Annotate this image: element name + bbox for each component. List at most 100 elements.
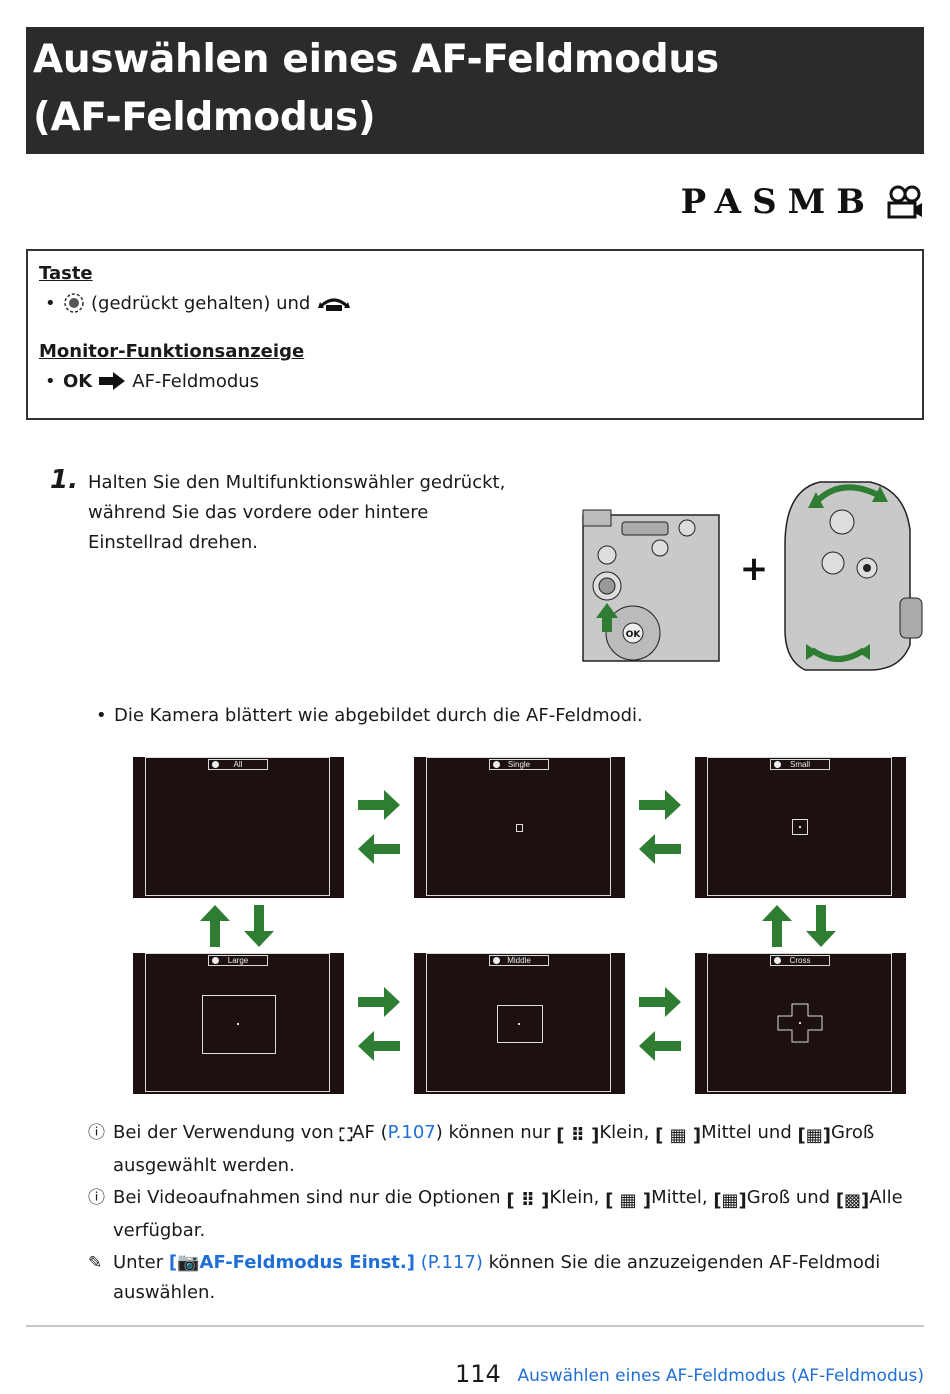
- note-text: Mittel,: [651, 1187, 708, 1208]
- note-2: ⓘ Bei Videoaufnahmen sind nur die Option…: [88, 1183, 908, 1246]
- step-number: 1.: [50, 465, 78, 495]
- af-target-icon: [493, 957, 500, 964]
- arrow-up-icon: [200, 905, 230, 947]
- taste-heading: Taste: [39, 263, 93, 284]
- arrow-left-icon: [639, 834, 681, 864]
- swap-arrows-4: [639, 987, 681, 1061]
- step-bullet-text: Die Kamera blättert wie abgebildet durch…: [114, 705, 643, 726]
- menu-link-text: AF-Feldmodus Einst.: [199, 1252, 407, 1273]
- af-center-dot: [237, 1023, 239, 1025]
- note-text: ausgewählt werden.: [113, 1155, 295, 1176]
- swap-arrows-vertical-1: [200, 905, 274, 947]
- screen-frame: [426, 757, 611, 896]
- screen-frame: [145, 757, 330, 896]
- note-text: auswählen.: [113, 1282, 216, 1303]
- monitor-text: AF-Feldmodus: [132, 370, 260, 392]
- af-target-icon: [493, 761, 500, 768]
- bullet: •: [96, 705, 107, 726]
- af-area-small: [792, 819, 808, 835]
- monitor-heading: Monitor-Funktionsanzeige: [39, 341, 305, 362]
- screen-large: Large: [133, 953, 344, 1094]
- info-box: Taste • (gedrückt gehalten) und Monitor-…: [26, 249, 924, 420]
- af-target-icon: [212, 761, 219, 768]
- screen-frame: [707, 953, 892, 1092]
- af-target-icon: [774, 761, 781, 768]
- screen-label: Single: [489, 759, 549, 770]
- grid-all-icon: [▩]: [835, 1190, 870, 1211]
- screen-label: Small: [770, 759, 830, 770]
- af-center-dot: [799, 826, 801, 828]
- taste-text: (gedrückt gehalten) und: [91, 292, 311, 314]
- page-link[interactable]: P.107: [387, 1122, 436, 1143]
- face-priority-icon: ⛶: [339, 1125, 353, 1146]
- arrow-right-icon: [358, 790, 400, 820]
- screen-cross: Cross: [695, 953, 906, 1094]
- screen-label-text: Single: [507, 760, 531, 769]
- note-text: Unter: [113, 1252, 164, 1273]
- arrow-down-icon: [806, 905, 836, 947]
- taste-item: • (gedrückt gehalten) und: [39, 287, 911, 319]
- note-text: Bei der Verwendung von: [113, 1122, 334, 1143]
- footer-link[interactable]: Auswählen eines AF-Feldmodus (AF-Feldmod…: [517, 1366, 924, 1386]
- screen-small: Small: [695, 757, 906, 898]
- screen-frame: [145, 953, 330, 1092]
- dial-icon: [318, 298, 351, 311]
- af-center-dot: [518, 1023, 520, 1025]
- ok-label: OK: [63, 370, 93, 392]
- grid-middle-icon: [ ▦ ]: [605, 1190, 652, 1211]
- arrow-left-icon: [358, 834, 400, 864]
- screen-label: Cross: [770, 955, 830, 966]
- bullet: •: [45, 292, 56, 314]
- note-1: ⓘ Bei der Verwendung von ⛶AF (P.107) kön…: [88, 1118, 908, 1181]
- af-area-large: [202, 995, 276, 1054]
- grid-middle-icon: [ ▦ ]: [655, 1125, 702, 1146]
- swap-arrows-2: [639, 790, 681, 864]
- monitor-item: • OK AF-Feldmodus: [39, 365, 911, 397]
- note-text: Alle: [869, 1187, 903, 1208]
- arrow-right-icon: [99, 372, 126, 390]
- tip-icon: ✎: [88, 1253, 103, 1273]
- svg-text:OK: OK: [626, 630, 642, 640]
- screen-label-text: Small: [789, 760, 810, 769]
- af-target-icon: [212, 957, 219, 964]
- page-link-text: P.117: [427, 1252, 476, 1273]
- bullet: •: [45, 370, 56, 392]
- svg-text:+: +: [740, 549, 769, 589]
- movie-camera-icon: [887, 185, 922, 219]
- caution-icon: ⓘ: [88, 1123, 105, 1143]
- note-text: können Sie die anzuzeigenden AF-Feldmodi: [488, 1252, 881, 1273]
- screen-middle: Middle: [414, 953, 625, 1094]
- arrow-right-icon: [639, 790, 681, 820]
- af-point-single: [516, 824, 523, 832]
- note-text: Mittel und: [701, 1122, 792, 1143]
- note-text: können nur: [448, 1122, 551, 1143]
- note-text: Groß und: [746, 1187, 831, 1208]
- step-bullet: • Die Kamera blättert wie abgebildet dur…: [96, 702, 643, 730]
- note-text: Groß: [830, 1122, 875, 1143]
- screen-label: Large: [208, 955, 268, 966]
- camera-icon: 📷: [177, 1252, 200, 1273]
- note-text: Klein,: [599, 1122, 650, 1143]
- page-link[interactable]: (P.117): [420, 1252, 483, 1273]
- camera-back-left: OK: [582, 509, 720, 662]
- menu-link[interactable]: [📷AF-Feldmodus Einst.]: [168, 1252, 415, 1273]
- note-3: ✎ Unter [📷AF-Feldmodus Einst.] (P.117) k…: [88, 1248, 908, 1308]
- arrow-left-icon: [358, 1031, 400, 1061]
- multi-selector-icon: [64, 293, 84, 313]
- camera-top-right: [784, 481, 923, 671]
- note-text: verfügbar.: [113, 1220, 206, 1241]
- swap-arrows-vertical-2: [762, 905, 836, 947]
- grid-large-icon: [▦]: [797, 1125, 831, 1146]
- screen-label: Middle: [489, 955, 549, 966]
- arrow-right-icon: [639, 987, 681, 1017]
- swap-arrows-3: [358, 987, 400, 1061]
- page-number: 114: [455, 1360, 501, 1388]
- screen-frame: [426, 953, 611, 1092]
- screen-label-text: Large: [227, 956, 249, 965]
- screen-all: All: [133, 757, 344, 898]
- note-text: Bei Videoaufnahmen sind nur die Optionen: [113, 1187, 501, 1208]
- footer-divider: [26, 1325, 924, 1327]
- swap-arrows-1: [358, 790, 400, 864]
- shooting-modes: PASMB: [681, 180, 924, 224]
- af-area-middle: [497, 1005, 543, 1043]
